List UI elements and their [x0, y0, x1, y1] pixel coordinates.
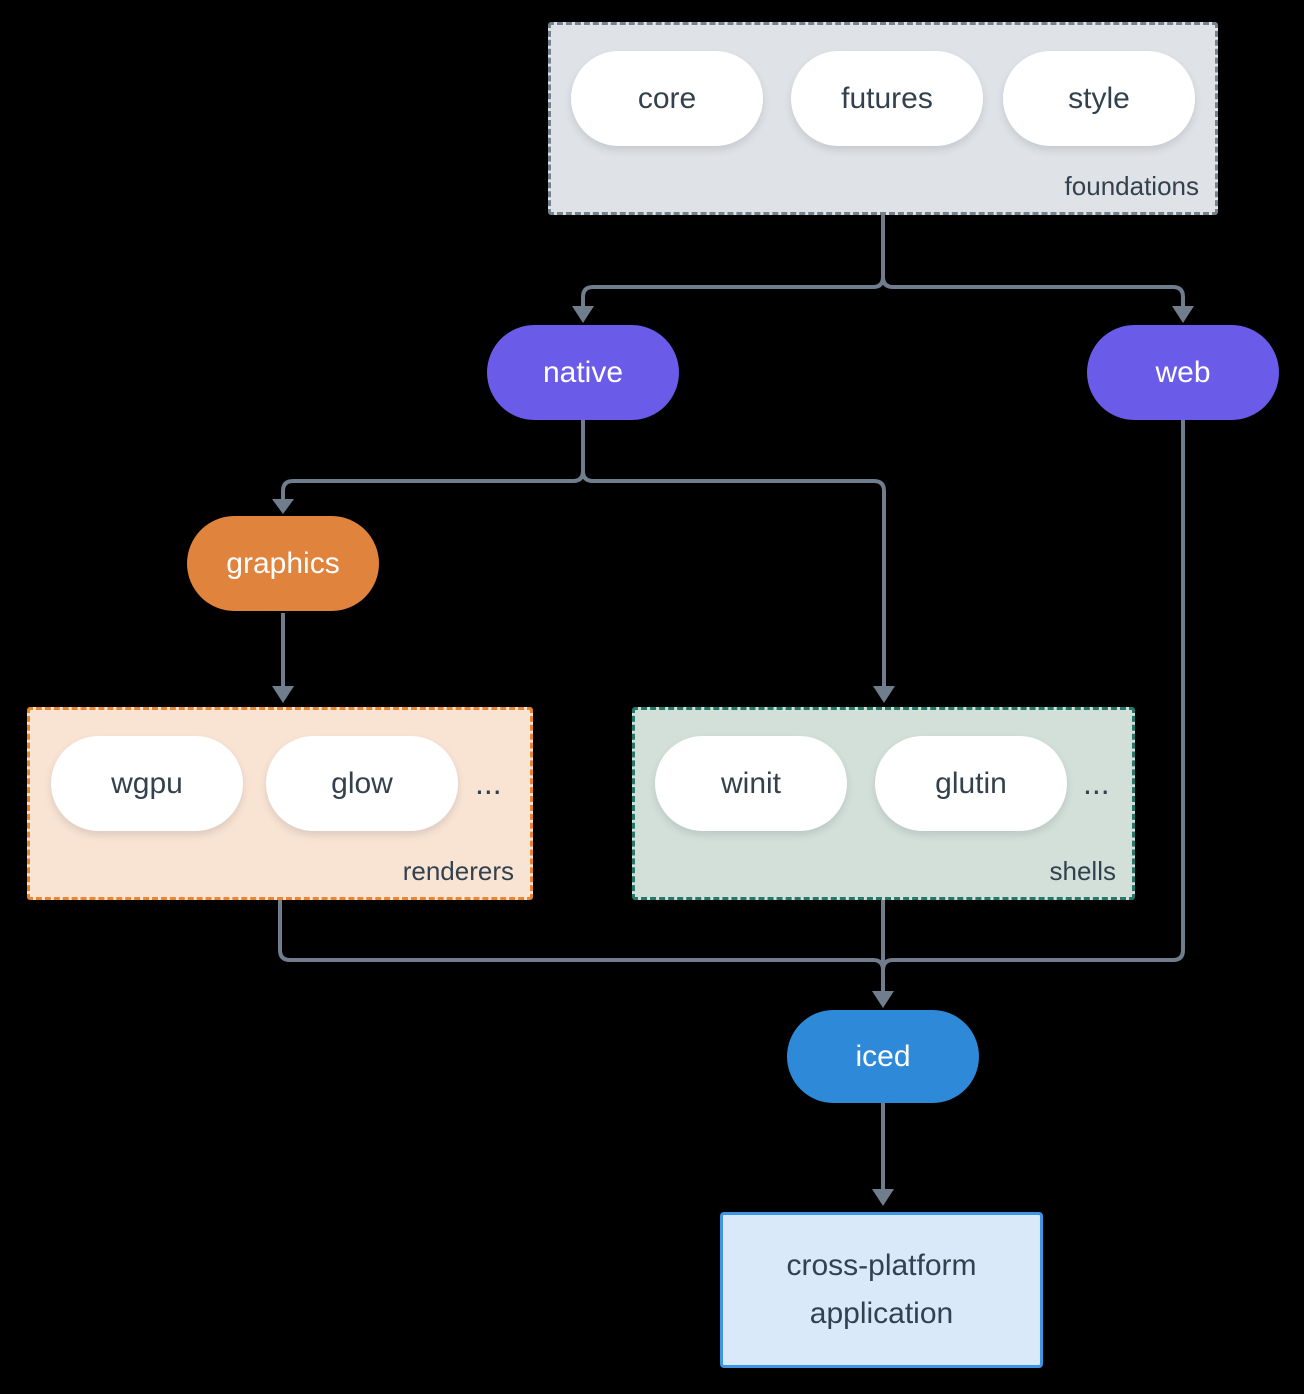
node-iced: iced — [787, 1010, 979, 1103]
arrowhead-application — [872, 1189, 894, 1206]
node-wgpu: wgpu — [51, 736, 243, 831]
shells-group-box: winit glutin ... shells — [632, 707, 1135, 900]
node-application: cross-platform application — [720, 1212, 1043, 1368]
node-graphics: graphics — [187, 516, 379, 611]
renderers-group-label: renderers — [402, 856, 514, 886]
node-glow: glow — [266, 736, 458, 831]
node-web-label: web — [1155, 355, 1211, 389]
arrowhead-native — [572, 306, 594, 323]
node-native-label: native — [542, 355, 624, 389]
edge-renderers-merge — [278, 900, 885, 971]
node-winit: winit — [655, 736, 847, 831]
renderers-group-box: wgpu glow ... renderers — [27, 707, 533, 900]
edge-foundations-web — [881, 215, 1185, 307]
node-core: core — [571, 51, 763, 146]
node-application-label: cross-platform application — [786, 1249, 977, 1330]
node-core-label: core — [637, 81, 697, 115]
node-style-label: style — [1068, 81, 1130, 115]
renderers-ellipsis: ... — [475, 765, 502, 801]
arrowhead-shells — [873, 686, 895, 703]
arrowhead-graphics — [272, 499, 294, 514]
arrowhead-web — [1172, 306, 1194, 323]
node-wgpu-label: wgpu — [111, 766, 183, 800]
node-glutin: glutin — [875, 736, 1067, 831]
node-style: style — [1003, 51, 1195, 146]
node-native: native — [487, 325, 679, 420]
shells-ellipsis: ... — [1083, 765, 1110, 801]
foundations-group-label: foundations — [1064, 171, 1199, 201]
foundations-group-box: core futures style foundations — [548, 22, 1218, 215]
arrowhead-iced — [872, 991, 894, 1008]
node-futures: futures — [791, 51, 983, 146]
node-glutin-label: glutin — [935, 766, 1007, 800]
node-web: web — [1087, 325, 1279, 420]
edge-foundations-native — [581, 215, 885, 307]
edge-native-graphics — [281, 420, 585, 500]
edge-native-shells — [581, 420, 886, 687]
node-iced-label: iced — [855, 1039, 911, 1073]
node-glow-label: glow — [331, 766, 393, 800]
node-futures-label: futures — [841, 81, 933, 115]
node-graphics-label: graphics — [226, 546, 340, 580]
node-winit-label: winit — [720, 766, 781, 800]
shells-group-label: shells — [1049, 856, 1116, 886]
arrowhead-renderers — [272, 686, 294, 703]
